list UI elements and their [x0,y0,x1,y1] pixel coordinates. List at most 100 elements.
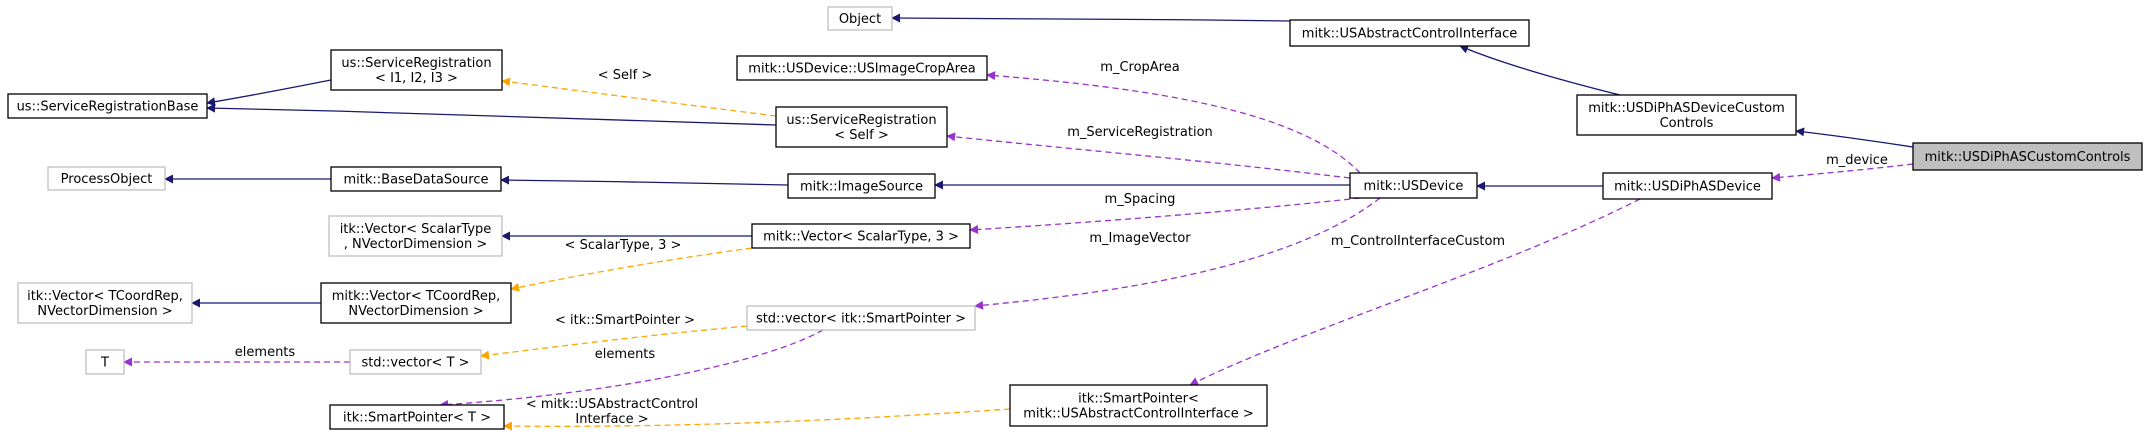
class-node-usdevice[interactable]: mitk::USDevice [1349,172,1478,199]
class-node-itk-sp-t[interactable]: itk::SmartPointer< T > [329,404,505,430]
class-name-text: mitk::Vector< ScalarType, 3 > [763,230,959,245]
class-box [827,6,893,31]
edge-label-elements-t: elements [235,345,296,360]
inherit-edge [1795,127,1914,148]
class-box [320,282,512,324]
inherit-edge [206,103,777,126]
template-edge [510,247,753,292]
inherit-edge-line [206,79,332,107]
edge-label-sp-template: < itk::SmartPointer > [555,313,695,328]
inherit-edge-line [206,103,777,126]
class-name-text: mitk::USDiPhASCustomControls [1925,150,2131,165]
class-node-service-reg-self[interactable]: us::ServiceRegistration< Self > [775,106,948,148]
class-box [1289,19,1530,47]
edge-label-scalar-type-3: < ScalarType, 3 > [565,238,682,253]
class-box [751,223,971,249]
template-edge [503,408,1011,431]
class-node-service-reg-i[interactable]: us::ServiceRegistration< I1, I2, I3 > [330,49,503,91]
edge-label-elements-sp: elements [595,347,656,362]
class-box [736,55,988,81]
edge-label-line: m_ControlInterfaceCustom [1331,234,1505,249]
edge-label-line: < itk::SmartPointer > [555,313,695,328]
edge-label-line: < mitk::USAbstractControl [526,397,698,412]
inherit-edge [500,175,789,186]
class-name-text: NVectorDimension > [37,304,172,319]
edge-label-line: m_device [1826,153,1888,168]
class-box [1602,172,1773,200]
class-name-text: < Self > [834,128,889,143]
class-name-text: mitk::Vector< TCoordRep, [332,289,500,304]
class-name-text: , NVectorDimension > [344,237,488,252]
class-box [1576,94,1797,136]
template-edge-line [503,408,1011,431]
class-name-text: Controls [1660,116,1714,131]
class-node-object: Object [827,6,893,31]
class-node-itk-vector-tcoord: itk::Vector< TCoordRep,NVectorDimension … [17,282,193,324]
edge-label-image-vector: m_ImageVector [1089,231,1191,246]
inherit-edge-line [891,13,1291,23]
class-node-service-reg-base[interactable]: us::ServiceRegistrationBase [7,93,208,119]
class-box [775,106,948,148]
class-name-text: < I1, I2, I3 > [375,71,458,86]
class-node-crop-area[interactable]: mitk::USDevice::USImageCropArea [736,55,988,81]
class-node-itk-vector-scalar: itk::Vector< ScalarType, NVectorDimensio… [328,215,503,257]
edge-label-line: m_Spacing [1105,192,1176,207]
class-name-text: mitk::USAbstractControlInterface [1302,27,1517,42]
class-node-std-vector-sp: std::vector< itk::SmartPointer > [746,305,976,331]
edge-label-line: elements [595,347,656,362]
class-box [330,49,503,91]
class-box [787,173,936,199]
class-node-mitk-vector-tcoord[interactable]: mitk::Vector< TCoordRep,NVectorDimension… [320,282,512,324]
inherit-edge-line [1459,45,1621,96]
class-node-diphas-device[interactable]: mitk::USDiPhASDevice [1602,172,1773,200]
usage-edge-line [946,132,1351,179]
class-name-text: mitk::ImageSource [800,180,923,195]
usage-edge [974,197,1381,310]
class-name-text: itk::SmartPointer< [1078,392,1199,407]
usage-edge-line [986,71,1361,174]
class-box [47,166,166,191]
class-box [1912,142,2143,171]
class-box [7,93,208,119]
class-box [85,349,125,375]
class-name-text: ProcessObject [61,172,153,187]
class-name-text: mitk::USDiPhASDeviceCustom [1588,101,1785,116]
class-node-image-source[interactable]: mitk::ImageSource [787,173,936,199]
usage-edge [439,329,824,409]
edge-label-self: < Self > [598,68,653,83]
class-node-std-vector-t: std::vector< T > [349,349,482,375]
inherit-edge-line [1795,127,1914,148]
edge-label-service-registration: m_ServiceRegistration [1067,125,1213,140]
usage-edge [1771,163,1914,182]
class-name-text: mitk::USDiPhASDevice [1614,180,1761,195]
class-name-text: NVectorDimension > [348,304,483,319]
class-box [1009,384,1268,427]
class-name-text: mitk::USDevice [1364,179,1464,194]
inherit-edge [891,13,1291,23]
class-node-itk-sp-ci[interactable]: itk::SmartPointer<mitk::USAbstractContro… [1009,384,1268,427]
class-box [329,404,505,430]
inherit-edge [1459,45,1621,96]
class-node-t: T [85,349,125,375]
edge-label-line: Interface > [575,412,648,427]
class-box [328,215,503,257]
usage-edge-line [974,197,1381,310]
template-edge-line [480,325,748,360]
class-node-diphas-custom-controls[interactable]: mitk::USDiPhASCustomControls [1912,142,2143,171]
class-name-text: std::vector< T > [361,356,469,371]
edge-label-line: m_CropArea [1100,60,1179,75]
class-node-base-data-source[interactable]: mitk::BaseDataSource [330,166,502,192]
edge-label-line: m_ServiceRegistration [1067,125,1213,140]
usage-edge [946,132,1351,179]
class-box [746,305,976,331]
class-node-mitk-vector-scalar[interactable]: mitk::Vector< ScalarType, 3 > [751,223,971,249]
edge-label-spacing: m_Spacing [1105,192,1176,207]
edge-label-device: m_device [1826,153,1888,168]
class-name-text: mitk::BaseDataSource [343,173,488,188]
class-name-text: Object [839,12,881,27]
usage-edge-line [439,329,824,409]
class-node-us-abstract-ci[interactable]: mitk::USAbstractControlInterface [1289,19,1530,47]
